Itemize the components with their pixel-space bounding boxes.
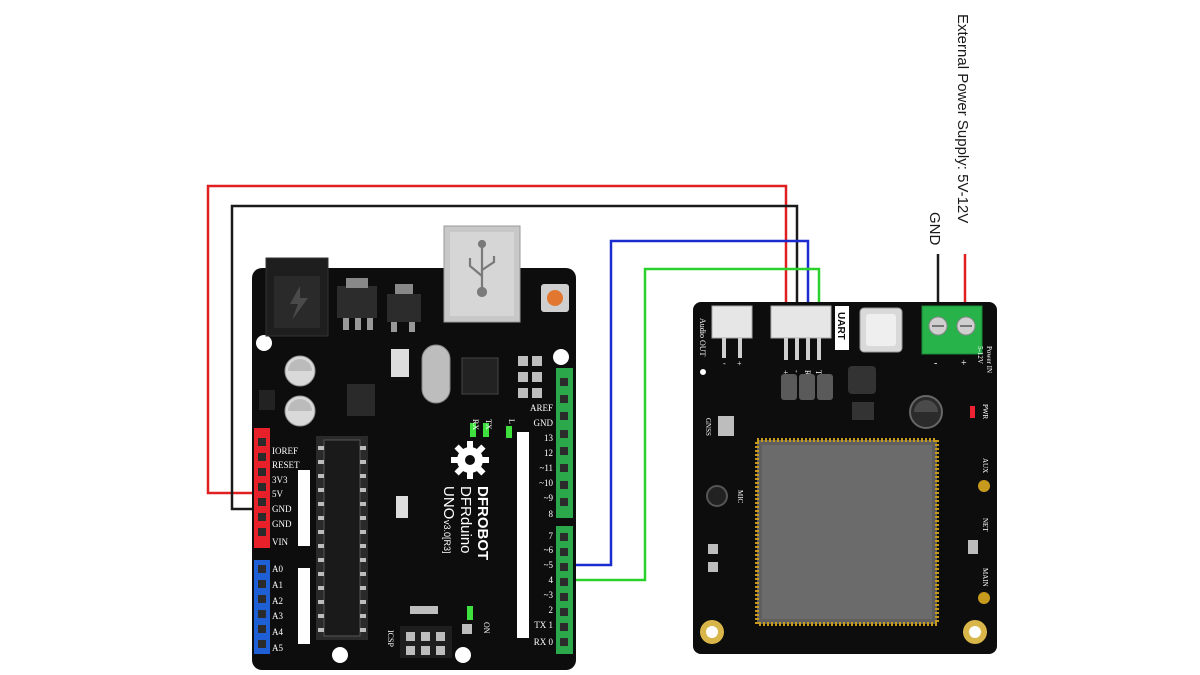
pin-d6: ~6 [544,545,554,555]
analog-header [254,560,270,654]
power-in-range: 5-12V [976,346,984,364]
pin-d11: ~11 [539,463,553,473]
mic-label: MIC [736,490,744,504]
pin-a4: A4 [272,627,283,637]
inductor [799,374,815,400]
terminal-plus-label: + [961,358,967,369]
mount-hole [455,647,471,663]
pin-a3: A3 [272,611,283,621]
inductor [817,374,833,400]
pin-gnd-1: GND [272,504,292,514]
uart-connector [770,305,832,339]
icsp-top [518,356,542,398]
main-label: MAIN [981,568,989,587]
audio-label: Audio OUT [698,318,707,357]
wire-red-5v [206,184,788,495]
power-in-label: Power IN [985,346,993,373]
wire-blue-d5 [566,239,810,567]
mcu-pins [318,446,366,632]
arduino-board: RX TX L DFROBOT DFRduino [252,225,576,670]
mic-icon [706,485,728,507]
uart-pin-t: T [814,370,823,375]
inductor [781,374,797,400]
on-label: ON [482,622,491,634]
module-board: Audio OUT - + + - R T UART - + Power IN … [693,302,997,654]
pin-rx0: RX 0 [534,637,554,647]
pin-3v3: 3V3 [272,475,288,485]
pin-d9: ~9 [544,493,554,503]
pin-d12: 12 [544,448,553,458]
external-gnd-label: GND [926,212,943,246]
pin-d5: ~5 [544,560,554,570]
pin-5v: 5V [272,489,284,499]
mount-hole [256,335,272,351]
regulator [387,294,421,322]
digital-header-bottom [556,526,573,654]
pin-tx1: TX 1 [534,620,553,630]
crystal [421,344,451,404]
regulator [337,286,377,318]
uart-pin-minus: - [792,370,801,373]
uart-label: UART [835,312,846,340]
aux-label: AUX [981,458,989,473]
arduino-brand: DFROBOT [474,486,491,560]
pin-d13: 13 [544,433,554,443]
audio-pin-plus: + [737,359,742,368]
pin-a2: A2 [272,596,283,606]
pin-a5: A5 [272,643,283,653]
audio-pin-minus: - [723,359,726,368]
audio-connector [711,305,753,339]
uart-label-box [835,306,849,350]
mount-hole [332,647,348,663]
pin-ioref: IOREF [272,446,298,456]
pin-aref: AREF [530,403,553,413]
uart-pin-r: R [803,370,812,376]
pin-gnd-2: GND [272,519,292,529]
arduino-version: UNO [440,486,457,519]
lightning-icon [290,286,308,320]
mcu-chip [323,439,361,637]
tx-led-label: TX [484,419,493,430]
pwr-label: PWR [981,404,989,420]
arduino-revision: v3.0[R3] [442,520,452,554]
pin-a0: A0 [272,564,283,574]
terminal-minus-label: - [934,358,937,369]
usb-chip [461,357,499,395]
icsp-label: ICSP [386,630,395,647]
mount-hole [553,349,569,365]
net-label: NET [981,518,989,532]
l-led-label: L [507,419,516,424]
main-antenna-connector [978,592,990,604]
wire-black-gnd [230,204,799,511]
rx-led-label: RX [471,419,480,430]
uart-pin-plus: + [781,370,790,375]
usb-icon [468,239,496,298]
icsp-bottom [400,626,452,658]
speaker-icon [700,369,706,375]
small-chip [347,384,375,416]
pin-d2: 2 [549,605,554,615]
pin-a1: A1 [272,580,283,590]
gnss-label: GNSS [704,418,712,436]
pin-d4: 4 [549,575,554,585]
dfrobot-gear-icon [451,441,489,479]
pin-d7: 7 [549,531,554,541]
pin-d3: ~3 [544,590,554,600]
pin-vin: VIN [272,537,288,547]
arduino-model: DFRduino [457,486,474,554]
aux-antenna-connector [978,480,990,492]
pin-gnd-top: GND [534,418,554,428]
pin-reset: RESET [272,460,300,470]
external-power-title: External Power Supply: 5V-12V [954,14,971,223]
pin-d8: 8 [549,509,554,519]
pin-d10: ~10 [539,478,553,488]
digital-header-top [556,368,573,518]
